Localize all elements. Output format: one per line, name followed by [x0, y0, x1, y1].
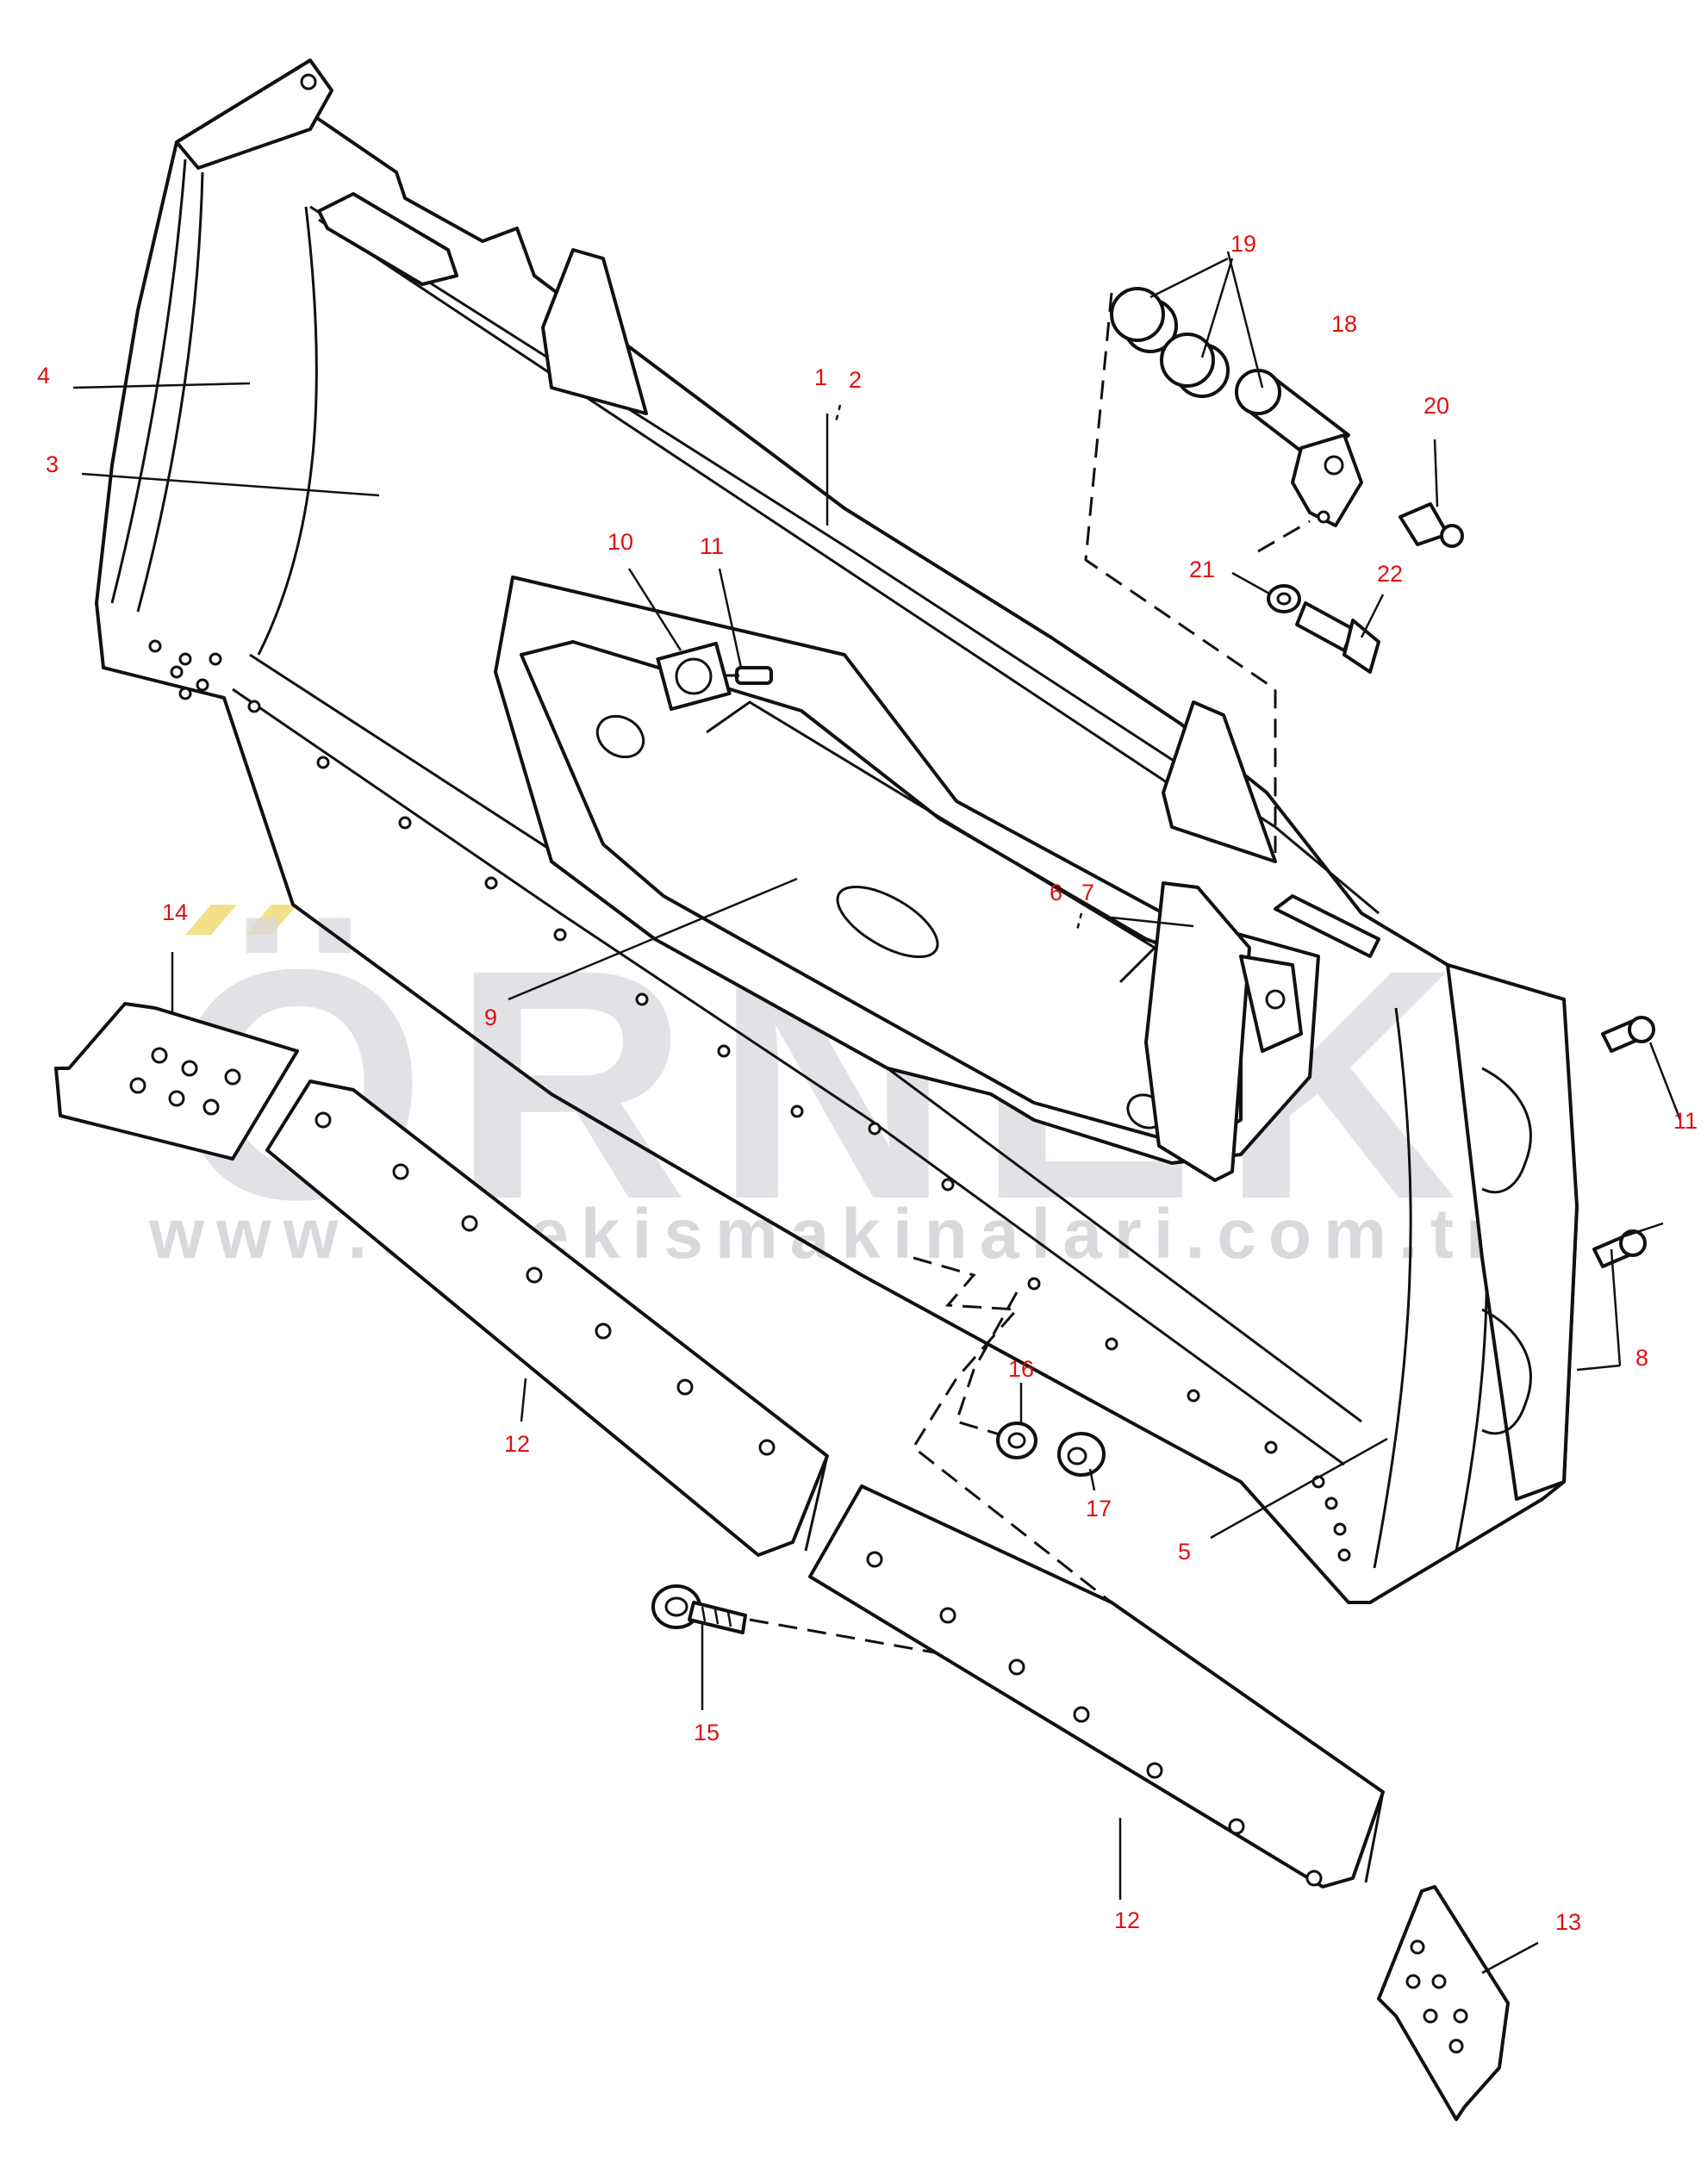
watermark-accent-mark [185, 905, 237, 935]
top-right-slot [1274, 894, 1380, 958]
watermark-accent-mark [246, 905, 297, 935]
callout-17: 17 [1086, 1496, 1112, 1521]
callout-4: 4 [37, 363, 50, 389]
callout-12-right: 12 [1114, 1907, 1140, 1933]
top-left-slot [317, 192, 458, 286]
blade-edge-bolt-holes [247, 700, 1278, 1454]
part-17-nut [1057, 1432, 1106, 1477]
pin-assembly-dash-box [1084, 292, 1277, 853]
part-10-clip [656, 641, 732, 712]
part-14-end-bit [54, 1002, 299, 1160]
leader-lines [72, 251, 1682, 1975]
part-22-bolt [1295, 601, 1380, 674]
part-11-bolt-right-upper [1601, 1016, 1655, 1053]
side-bracket-7 [1144, 881, 1251, 1182]
callout-13: 13 [1555, 1909, 1581, 1935]
part-21-washer [1267, 584, 1301, 613]
part-15-bolt [651, 1584, 747, 1634]
blade-left-bolt-holes [148, 639, 222, 700]
callout-16: 16 [1008, 1356, 1034, 1382]
callout-18: 18 [1331, 311, 1357, 337]
left-end-plate-hole [300, 73, 317, 90]
bottom-edge-line [232, 688, 1345, 1466]
callout-5: 5 [1178, 1539, 1191, 1565]
top-rail-lower [318, 218, 1268, 850]
right-end-weld-detail [1481, 1067, 1532, 1435]
bolt-15-dash-line [749, 1618, 1018, 1669]
callout-6: 6 [1050, 880, 1062, 905]
pin-assembly [1084, 287, 1464, 853]
moldboard-left-arc-back [257, 206, 318, 656]
right-end-plate [1446, 963, 1579, 1501]
callout-1: 1 [814, 364, 827, 390]
moldboard-left-arc-inner [136, 171, 204, 613]
left-end-plate [175, 59, 333, 170]
callout-11-top: 11 [700, 533, 724, 559]
part-11-bolt-top [724, 666, 773, 685]
callout-labels: 1 2 3 4 5 6 7 8 9 10 11 11 12 12 13 14 1… [37, 231, 1698, 1935]
callout-19: 19 [1230, 231, 1256, 257]
callout-14: 14 [162, 899, 188, 925]
push-plate-slot-center [836, 885, 939, 959]
part-16-washer [996, 1422, 1037, 1459]
callout-22: 22 [1377, 561, 1403, 587]
part-8-bolt-right-lower [1592, 1229, 1647, 1268]
part-20-grease-fitting [1399, 502, 1464, 548]
callout-20: 20 [1424, 393, 1449, 419]
pin-assembly-dash-2 [1257, 520, 1311, 553]
push-plate-assembly [494, 576, 1320, 1182]
callout-15: 15 [694, 1720, 720, 1745]
part-19-bushing-2 [1160, 333, 1230, 398]
callout-7: 7 [1081, 880, 1094, 905]
moldboard-left-arc [110, 159, 187, 604]
lift-bracket-left [541, 248, 648, 415]
callout-21: 21 [1189, 557, 1215, 582]
push-plate-hole-left [595, 714, 645, 759]
part-12-cutting-edge-left [265, 1080, 829, 1557]
callout-9: 9 [484, 1005, 497, 1030]
callout-3: 3 [46, 451, 59, 477]
part-13-end-bit [1377, 1885, 1510, 2121]
nut-dash-line [912, 1256, 1112, 1604]
moldboard-right-arc [1373, 1007, 1412, 1569]
callout-8: 8 [1635, 1345, 1648, 1371]
side-bracket-hole [1265, 989, 1286, 1010]
part-19-bushing-1 [1110, 287, 1178, 353]
part-18-pin [1235, 369, 1363, 527]
callout-2: 2 [849, 367, 862, 393]
part-12-cutting-edge-right [808, 1484, 1385, 1888]
push-plate-rib [706, 700, 1157, 984]
callout-11-right: 11 [1673, 1108, 1698, 1134]
callout-10: 10 [607, 529, 633, 555]
lift-bracket-right [1162, 700, 1277, 863]
dozer-blade [95, 59, 1579, 1604]
callout-12-left: 12 [504, 1431, 530, 1457]
nut-dash-line-2 [955, 1291, 1019, 1436]
